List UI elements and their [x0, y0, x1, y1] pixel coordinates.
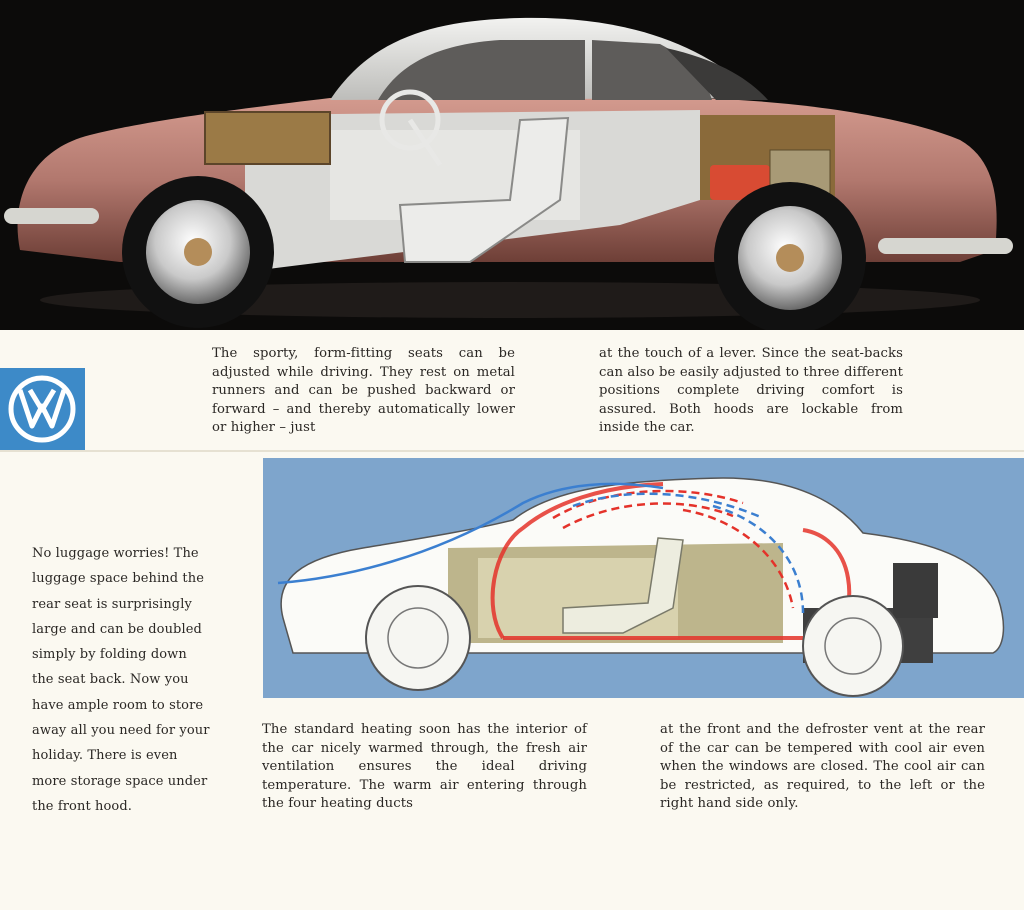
heating-diagram-svg: [277, 477, 1005, 697]
vw-emblem-icon: [8, 375, 76, 443]
page-fold-line: [0, 450, 1024, 452]
seats-paragraph-part2: at the touch of a lever. Since the seat-…: [599, 346, 903, 436]
seats-paragraph-part1: The sporty, form-fitting seats can be ad…: [212, 346, 515, 436]
heating-paragraph-part1: The standard heating soon has the interi…: [262, 722, 587, 812]
cutaway-car-svg: [4, 17, 1013, 330]
cutaway-car-illustration: [0, 0, 1024, 330]
heating-diagram: [263, 458, 1024, 698]
heating-paragraph-part2: at the front and the defroster vent at t…: [660, 722, 985, 812]
vw-logo: [0, 368, 85, 450]
luggage-paragraph: No luggage worries! The luggage space be…: [32, 546, 210, 814]
